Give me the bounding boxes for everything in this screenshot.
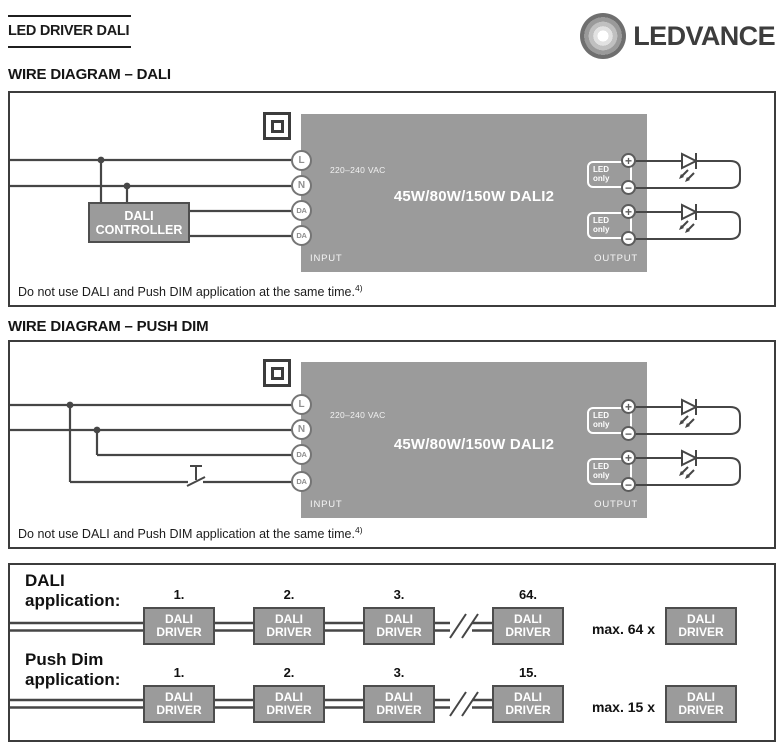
wire-diagram-dali: 45W/80W/150W DALI2 220–240 VAC INPUT OUT… bbox=[8, 91, 776, 307]
terminal-plus1: + bbox=[621, 399, 636, 414]
brand-logo: LEDVANCE bbox=[580, 13, 776, 59]
page-title: LED DRIVER DALI bbox=[8, 23, 130, 39]
page-title-block: LED DRIVER DALI bbox=[8, 15, 132, 48]
terminal-l: L bbox=[291, 150, 312, 171]
terminal-da1: DA bbox=[291, 200, 312, 221]
position-number: 2. bbox=[283, 587, 295, 602]
led-icon bbox=[679, 398, 699, 428]
dali-controller-box: DALI CONTROLLER bbox=[88, 202, 190, 243]
terminal-da1: DA bbox=[291, 444, 312, 465]
class-ii-insulation-icon bbox=[263, 359, 291, 387]
position-number: 64. bbox=[518, 587, 538, 602]
section-heading-dali: WIRE DIAGRAM – DALI bbox=[8, 66, 171, 83]
section-heading-push-dim: WIRE DIAGRAM – PUSH DIM bbox=[8, 318, 209, 335]
position-number: 3. bbox=[393, 665, 405, 680]
position-number: 15. bbox=[518, 665, 538, 680]
driver-model-label: 45W/80W/150W DALI2 bbox=[393, 436, 555, 453]
controller-label-line2: CONTROLLER bbox=[95, 222, 183, 237]
wire-diagram-push-dim: 45W/80W/150W DALI2 220–240 VAC INPUT OUT… bbox=[8, 340, 776, 549]
brand-name: LEDVANCE bbox=[633, 20, 775, 51]
output-label: OUTPUT bbox=[594, 499, 638, 510]
position-number: 1. bbox=[173, 665, 185, 680]
led-driver-module: 45W/80W/150W DALI2 220–240 VAC INPUT OUT… bbox=[301, 362, 647, 518]
max-count-push-dim: max. 15 x bbox=[591, 699, 655, 715]
footnote-push-dim: Do not use DALI and Push DIM application… bbox=[18, 524, 363, 541]
dali-application-label: DALI application: bbox=[25, 571, 121, 610]
terminal-plus2: + bbox=[621, 450, 636, 465]
position-number: 3. bbox=[393, 587, 405, 602]
position-number: 1. bbox=[173, 587, 185, 602]
mains-voltage-label: 220–240 VAC bbox=[330, 410, 386, 420]
terminal-plus2: + bbox=[621, 204, 636, 219]
footnote-dali: Do not use DALI and Push DIM application… bbox=[18, 282, 363, 299]
line-break-icon bbox=[449, 613, 479, 717]
terminal-da2: DA bbox=[291, 225, 312, 246]
class-ii-insulation-icon bbox=[263, 112, 291, 140]
input-label: INPUT bbox=[310, 253, 343, 264]
position-number: 2. bbox=[283, 665, 295, 680]
push-button-icon bbox=[186, 465, 206, 487]
terminal-minus2: − bbox=[621, 231, 636, 246]
terminal-l: L bbox=[291, 394, 312, 415]
terminal-minus2: − bbox=[621, 477, 636, 492]
led-driver-module: 45W/80W/150W DALI2 220–240 VAC INPUT OUT… bbox=[301, 114, 647, 272]
input-label: INPUT bbox=[310, 499, 343, 510]
led-icon bbox=[679, 203, 699, 233]
terminal-da2: DA bbox=[291, 471, 312, 492]
terminal-minus1: − bbox=[621, 180, 636, 195]
output-label: OUTPUT bbox=[594, 253, 638, 264]
push-dim-application-label: Push Dim application: bbox=[25, 650, 121, 689]
terminal-n: N bbox=[291, 419, 312, 440]
max-count-dali: max. 64 x bbox=[591, 621, 655, 637]
driver-model-label: 45W/80W/150W DALI2 bbox=[393, 188, 555, 205]
led-icon bbox=[679, 449, 699, 479]
led-icon bbox=[679, 152, 699, 182]
terminal-n: N bbox=[291, 175, 312, 196]
terminal-plus1: + bbox=[621, 153, 636, 168]
terminal-minus1: − bbox=[621, 426, 636, 441]
mains-voltage-label: 220–240 VAC bbox=[330, 165, 386, 175]
wiring-lines bbox=[10, 152, 741, 240]
ledvance-orb-icon bbox=[580, 13, 627, 59]
wiring-lines bbox=[10, 398, 741, 487]
controller-label-line1: DALI bbox=[124, 208, 154, 223]
